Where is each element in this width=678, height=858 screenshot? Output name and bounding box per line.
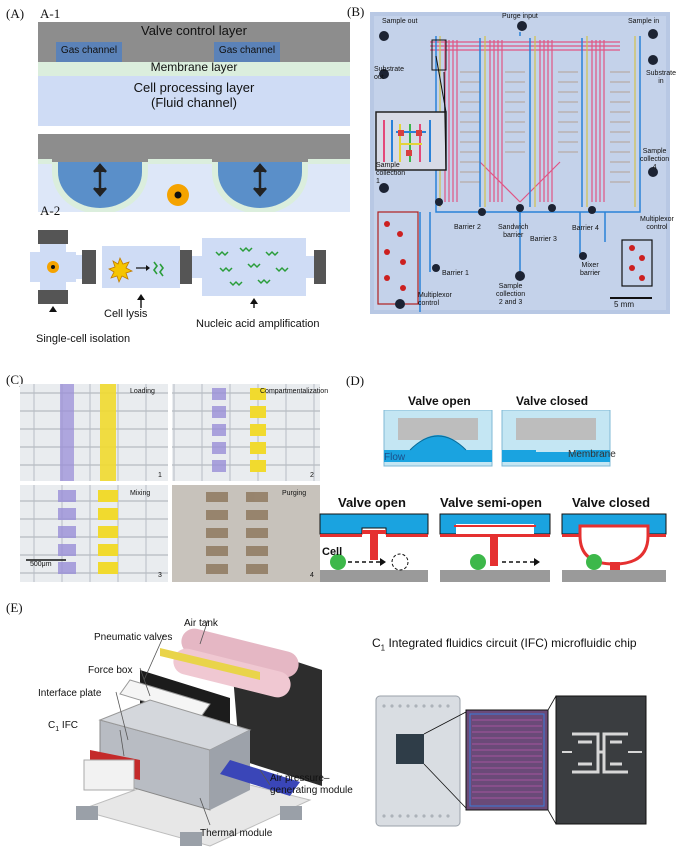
gas-channel-left <box>56 42 122 62</box>
sample-out-label: Sample out <box>382 18 418 25</box>
purge-input-label: Purge input <box>502 13 538 20</box>
gas-channel-right <box>214 42 280 62</box>
panel-c-label: (C) <box>6 372 24 387</box>
substrate-in-label: Substrate <box>646 70 676 77</box>
scale-label: 5 mm <box>614 300 634 309</box>
chip-array-magnified <box>465 709 549 811</box>
air-tank-label: Air tank <box>184 618 218 629</box>
valve-open-label: Valve open <box>338 495 406 510</box>
sandwich-barrier-label: Sandwich <box>498 224 529 231</box>
arrow-updown-right <box>253 163 267 197</box>
chip-center <box>396 734 424 764</box>
valve-2 <box>180 250 192 284</box>
valve-open-top-label: Valve open <box>408 394 471 408</box>
force-box-label: Force box <box>88 665 133 676</box>
single-cell-isolation-label: Single-cell isolation <box>36 333 131 345</box>
air-pressure-label: Air pressure– <box>270 773 330 784</box>
mixing-label: Mixing <box>130 490 151 497</box>
sample-collection-4-label: Sample <box>642 148 667 155</box>
mixing-panel <box>20 485 168 582</box>
fluid-channel-label: (Fluid channel) <box>151 95 237 110</box>
interface-plate-label: Interface plate <box>38 688 102 699</box>
gas-channel-right-label: Gas channel <box>218 45 276 56</box>
sample-collection-1-label: Sample <box>376 162 400 169</box>
lysis-burst-icon <box>108 256 134 284</box>
scale-label-c: 500μm <box>30 561 52 568</box>
thermal-module-label: Thermal module <box>200 828 273 839</box>
ifc-chip-images <box>375 695 647 827</box>
valve-states-diagram <box>319 513 667 582</box>
flow-label: Flow <box>384 452 406 463</box>
air-tank <box>181 628 299 678</box>
panel-b-label: (B) <box>347 4 365 19</box>
gas-channel-left-label: Gas channel <box>60 45 118 56</box>
cell-processing-label: Cell processing layer <box>133 80 255 95</box>
valve-3 <box>314 250 326 284</box>
index-3: 3 <box>158 572 162 579</box>
valve-closed-top-label: Valve closed <box>516 394 589 408</box>
loading-label: Loading <box>130 388 155 395</box>
panel-d-label: (D) <box>346 373 365 388</box>
sample-in-label: Sample in <box>628 18 660 25</box>
valve-control-layer-label: Valve control layer <box>141 23 247 38</box>
cell-processing-layer <box>38 76 350 126</box>
isolation-valve-top <box>38 230 68 244</box>
multiplexor-control-right-label: Multiplexor <box>640 216 674 223</box>
substrate-out-label: Substrate <box>374 66 404 73</box>
index-4: 4 <box>310 572 314 579</box>
index-1: 1 <box>158 472 162 479</box>
arrow-updown-left <box>93 163 107 197</box>
membrane-layer <box>38 62 350 76</box>
chip-title: Integrated fluidics circuit (IFC) microf… <box>388 636 637 650</box>
compartmentalization-panel <box>172 384 320 481</box>
a2-label: A-2 <box>40 203 61 218</box>
membrane-label: Membrane <box>568 449 616 460</box>
lysis-chamber <box>102 246 180 288</box>
valve-1 <box>82 250 96 284</box>
compartmentalization-label: Compartmentalization <box>260 388 329 395</box>
capture-site-image <box>555 695 647 825</box>
valve-closed-label: Valve closed <box>572 495 651 510</box>
air-pressure-module <box>220 760 300 796</box>
loading-panel <box>20 384 168 481</box>
mixer-barrier-label: Mixer <box>581 262 599 269</box>
valve-top-diagram <box>383 410 611 467</box>
barrier-1-label: Barrier 1 <box>442 270 469 277</box>
valve-semi-open-label: Valve semi-open <box>440 495 542 510</box>
barrier-4-label: Barrier 4 <box>572 225 599 232</box>
a1-diagram <box>38 22 350 212</box>
index-2: 2 <box>310 472 314 479</box>
instrument-illustration <box>76 619 322 847</box>
isolation-valve-bottom <box>38 290 68 304</box>
panel-a-label: (A) <box>6 6 25 21</box>
barrier-2-label: Barrier 2 <box>454 224 481 231</box>
pneumatic-valves-label: Pneumatic valves <box>94 632 173 643</box>
chip-photo <box>370 12 670 314</box>
nucleic-acid-amplification-label: Nucleic acid amplification <box>196 318 320 330</box>
barrier-3-label: Barrier 3 <box>530 236 557 243</box>
micrograph-grid <box>20 384 320 582</box>
a2-diagram <box>30 230 326 312</box>
amplification-chamber <box>202 238 306 296</box>
cell-lysis-label: Cell lysis <box>104 308 148 320</box>
membrane-layer-label: Membrane layer <box>150 60 238 74</box>
sample-collection-23-label: Sample <box>498 283 523 290</box>
a1-label: A-1 <box>40 6 61 21</box>
panel-e-label: (E) <box>6 600 23 615</box>
purging-label: Purging <box>282 490 307 497</box>
multiplexor-control-left-label: Multiplexor <box>418 292 452 299</box>
c1-ifc-label: IFC <box>61 720 79 731</box>
cell-label: Cell <box>322 546 343 558</box>
